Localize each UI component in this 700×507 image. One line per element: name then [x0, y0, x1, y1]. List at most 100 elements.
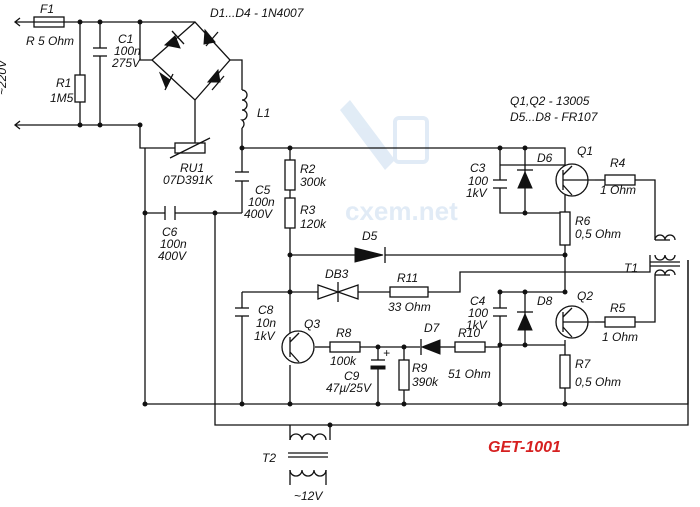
label-r2: R2: [300, 162, 316, 176]
capacitor-c5: [235, 171, 249, 182]
label-c8-value1: 10n: [256, 316, 276, 330]
label-ru1: RU1: [180, 161, 204, 175]
label-r1-value: 1M5: [50, 91, 74, 105]
label-c9: C9: [344, 369, 360, 383]
label-c8: C8: [258, 303, 274, 317]
label-q3: Q3: [304, 317, 320, 331]
label-c3-value1: 100: [468, 174, 488, 188]
label-r2-value: 300k: [300, 175, 327, 189]
label-t2: T2: [262, 451, 276, 465]
label-d6: D6: [537, 151, 553, 165]
note-bridge: D1...D4 - 1N4007: [210, 6, 305, 20]
resistor-r6: [559, 211, 571, 246]
label-q1: Q1: [577, 144, 593, 158]
label-r8-value: 100k: [330, 354, 357, 368]
diode-d8: [517, 305, 533, 336]
transformer-t2: [288, 425, 328, 485]
label-c5-value1: 100n: [248, 195, 275, 209]
label-d7: D7: [424, 321, 441, 335]
resistor-r5: [604, 316, 636, 328]
label-c4: C4: [470, 294, 486, 308]
label-r11: R11: [397, 271, 418, 285]
inductor-l1: [240, 89, 248, 129]
label-c4-value1: 100: [468, 306, 488, 320]
label-r8: R8: [336, 326, 352, 340]
resistor-r2: [284, 159, 296, 191]
capacitor-c1: [93, 47, 107, 57]
resistor-r1: [74, 74, 86, 103]
label-r3: R3: [300, 203, 316, 217]
label-r5: R5: [610, 301, 626, 315]
transformer-t1: [650, 234, 680, 276]
label-r6-value: 0,5 Ohm: [575, 227, 621, 241]
wires: [15, 21, 689, 440]
resistor-r3: [284, 197, 296, 229]
diode-d6: [517, 165, 533, 200]
capacitor-c8: [235, 307, 249, 317]
label-r11-value: 33 Ohm: [388, 300, 431, 314]
junction-dots: [77, 19, 568, 428]
diac-db3: [317, 282, 359, 302]
capacitor-c6: [164, 206, 176, 220]
label-r3-value: 120k: [300, 217, 327, 231]
capacitor-c4: [493, 307, 507, 336]
label-r9: R9: [412, 361, 428, 375]
labels: ~220V F1 R 5 Ohm R1 1M5 C1 100n 275V D1.…: [0, 2, 638, 503]
label-r6: R6: [575, 214, 591, 228]
label-l1: L1: [257, 106, 270, 120]
label-q2: Q2: [577, 289, 593, 303]
label-r4: R4: [610, 156, 626, 170]
schematic-title: GET-1001: [488, 439, 561, 456]
label-mains: ~220V: [0, 59, 9, 95]
label-r10-value: 51 Ohm: [448, 367, 491, 381]
note-transistors: Q1,Q2 - 13005: [510, 94, 590, 108]
label-c9-value: 47µ/25V: [326, 381, 372, 395]
label-c4-value2: 1kV: [466, 318, 488, 332]
label-r5-value: 1 Ohm: [602, 330, 638, 344]
capacitor-c9: [370, 359, 386, 370]
label-c5: C5: [255, 183, 271, 197]
resistor-r10: [454, 341, 486, 353]
label-c9-polarity: +: [383, 346, 390, 360]
fuse-f1: [33, 16, 65, 28]
capacitor-c3: [493, 165, 507, 200]
label-c3: C3: [470, 161, 486, 175]
label-c1: C1: [118, 32, 133, 46]
resistor-r9: [398, 359, 410, 391]
resistor-r11: [389, 286, 429, 298]
resistor-r7: [559, 354, 571, 389]
diode-d5: [354, 247, 386, 263]
label-db3: DB3: [325, 267, 349, 281]
label-c1-value2: 275V: [111, 56, 141, 70]
label-c8-value2: 1kV: [254, 329, 276, 343]
label-c6-value1: 100n: [160, 237, 187, 251]
mains-input-arrows: [13, 17, 21, 130]
label-f1-value: R 5 Ohm: [26, 34, 74, 48]
diode-d7: [420, 339, 441, 355]
label-c5-value2: 400V: [244, 207, 273, 221]
label-output: ~12V: [294, 489, 323, 503]
note-diodes: D5...D8 - FR107: [510, 110, 599, 124]
label-r7-value: 0,5 Ohm: [575, 375, 621, 389]
transistor-q3: [281, 325, 315, 364]
label-f1: F1: [40, 2, 54, 16]
transistor-q2: [555, 305, 595, 339]
label-c3-value2: 1kV: [466, 186, 488, 200]
resistor-r4: [604, 174, 636, 186]
diode-bridge: [151, 21, 231, 125]
varistor-ru1: [169, 137, 211, 159]
watermark-text: cxem.net: [345, 196, 458, 226]
label-d8: D8: [537, 294, 553, 308]
label-r1: R1: [56, 76, 71, 90]
label-c1-value1: 100n: [114, 44, 141, 58]
transistor-q1: [555, 163, 595, 197]
label-r4-value: 1 Ohm: [600, 183, 636, 197]
label-r10: R10: [458, 326, 480, 340]
label-r7: R7: [575, 357, 592, 371]
label-c6-value2: 400V: [158, 249, 187, 263]
label-r9-value: 390k: [412, 375, 439, 389]
label-c6: C6: [162, 225, 178, 239]
watermark-logo: cxem.net: [340, 100, 458, 226]
label-d5: D5: [362, 229, 378, 243]
